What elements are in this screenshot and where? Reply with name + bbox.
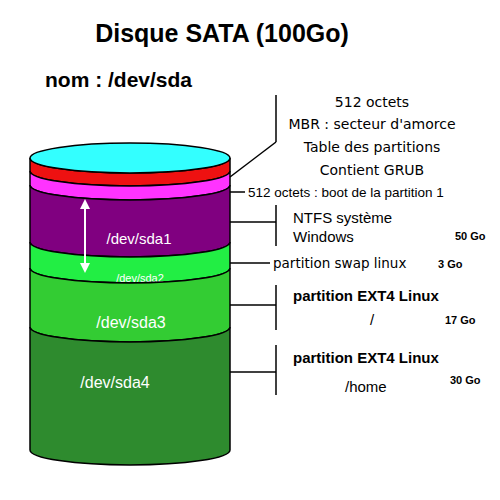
leader-line: [230, 262, 270, 264]
partition-band: /dev/sda4: [28, 325, 232, 467]
partition-band: /dev/sda1: [28, 183, 232, 259]
callout-text: Contient GRUB: [320, 162, 424, 180]
leader-line: [275, 345, 277, 395]
callout-text: partition EXT4 Linux: [293, 287, 439, 306]
band-fill: [30, 242, 230, 283]
band-shape: [28, 266, 232, 344]
callout-text: /home: [345, 378, 387, 397]
callout-text: partition swap linux: [273, 255, 406, 272]
size-label: 30 Go: [450, 374, 481, 388]
leader-line: [275, 285, 277, 330]
partition-name: /dev/sda1: [106, 230, 171, 247]
leader-line: [230, 221, 276, 223]
partition-name: /dev/sda4: [80, 374, 149, 392]
leader-line: [230, 371, 276, 373]
callout-text: 512 octets: [335, 94, 409, 112]
callout-text: Table des partitions: [304, 139, 441, 157]
leader-line: [275, 205, 277, 246]
callout-text: partition EXT4 Linux: [293, 349, 439, 368]
size-label: 3 Go: [438, 258, 462, 272]
callout-text: 512 octets : boot de la partition 1: [248, 185, 444, 202]
callout-text: nom : /dev/sda: [45, 67, 192, 93]
leader-line: [275, 95, 277, 142]
leader-line: [230, 142, 276, 177]
size-label: 17 Go: [445, 314, 476, 328]
disk-top: [30, 143, 230, 173]
band-fill: [30, 268, 230, 342]
leader-line: [230, 191, 245, 193]
callout-text: NTFS système Windows: [293, 209, 411, 247]
partition-band: /dev/sda3: [28, 266, 232, 344]
callout-text: /: [370, 311, 374, 330]
band-fill: [30, 327, 230, 465]
band-fill: [30, 185, 230, 257]
band-shape: [28, 325, 232, 467]
size-label: 50 Go: [455, 230, 486, 244]
leader-line: [230, 304, 276, 306]
band-shape: [28, 183, 232, 259]
partition-name: /dev/sda3: [96, 314, 165, 332]
callout-text: MBR : secteur d'amorce: [288, 116, 455, 134]
diagram-title: Disque SATA (100Go): [95, 19, 349, 48]
